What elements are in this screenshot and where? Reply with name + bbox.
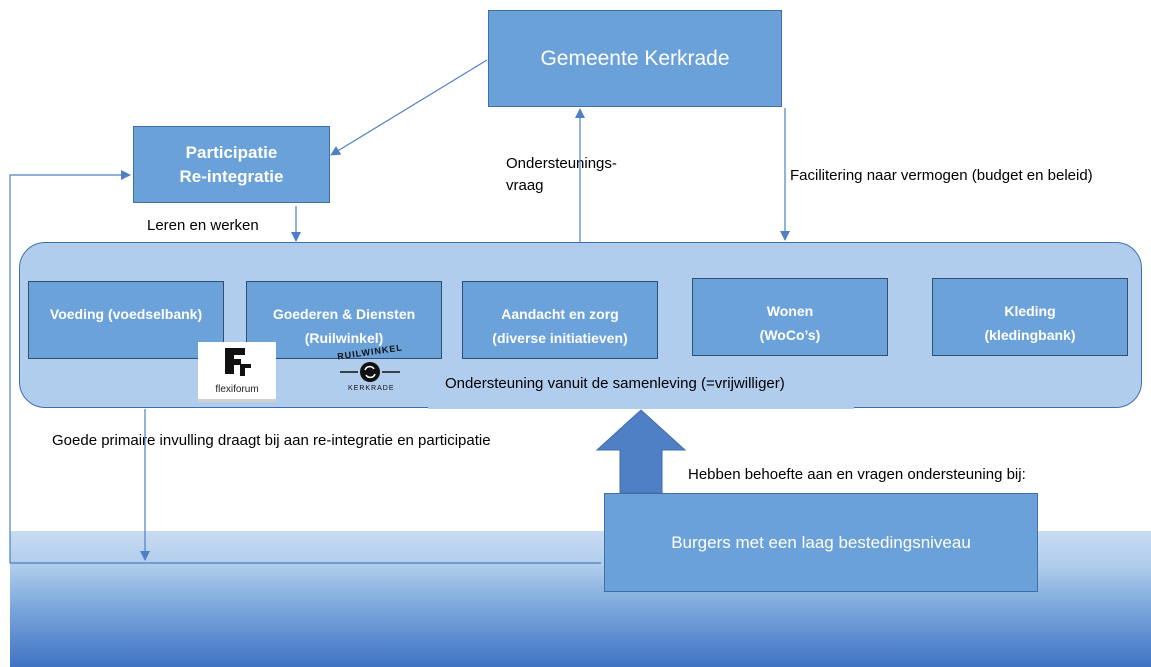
category-kleding-line2: (kledingbank) bbox=[984, 327, 1076, 343]
ondersteuningsvraag-line1: Ondersteunings- bbox=[506, 155, 617, 172]
flexiforum-logo: flexiforum bbox=[198, 342, 276, 402]
flexiforum-text: flexiforum bbox=[215, 384, 259, 395]
category-wonen-line1: Wonen bbox=[766, 303, 814, 319]
category-wonen: Wonen (WoCo’s) bbox=[692, 278, 888, 356]
category-voeding: Voeding (voedselbank) bbox=[28, 281, 224, 359]
category-kleding: Kleding (kledingbank) bbox=[932, 278, 1128, 356]
facilitering-label: Facilitering naar vermogen (budget en be… bbox=[790, 167, 1093, 184]
ruilwinkel-logo: RUILWINKEL KERKRADE bbox=[334, 342, 406, 397]
participatie-box: Participatie Re-integratie bbox=[133, 126, 330, 203]
burgers-box: Burgers met een laag bestedingsniveau bbox=[604, 493, 1038, 592]
category-aandacht: Aandacht en zorg (diverse initiatieven) bbox=[462, 281, 658, 359]
gemeente-kerkrade-box: Gemeente Kerkrade bbox=[488, 10, 782, 107]
exchange-icon bbox=[340, 362, 400, 382]
category-aandacht-line1: Aandacht en zorg bbox=[501, 306, 619, 322]
category-kleding-line1: Kleding bbox=[1004, 303, 1056, 319]
participatie-line2: Re-integratie bbox=[179, 166, 284, 186]
participatie-line1: Participatie bbox=[185, 142, 278, 162]
ruilwinkel-bottom-text: KERKRADE bbox=[348, 385, 395, 392]
category-goederen-line2: (Ruilwinkel) bbox=[304, 330, 384, 346]
behoefte-label: Hebben behoefte aan en vragen ondersteun… bbox=[688, 466, 1026, 483]
category-wonen-line2: (WoCo’s) bbox=[759, 327, 821, 343]
burgers-label: Burgers met een laag bestedingsniveau bbox=[671, 532, 971, 552]
band-label-backdrop bbox=[428, 372, 854, 409]
big-up-arrow bbox=[595, 409, 687, 494]
gemeente-label: Gemeente Kerkrade bbox=[540, 46, 730, 70]
leren-werken-label: Leren en werken bbox=[147, 217, 259, 234]
arrow-gemeente-to-participatie bbox=[330, 59, 488, 156]
feedback-loop-line bbox=[9, 170, 601, 564]
goede-invulling-label: Goede primaire invulling draagt bij aan … bbox=[52, 432, 491, 449]
samenleving-label: Ondersteuning vanuit de samenleving (=vr… bbox=[445, 375, 785, 392]
ondersteuningsvraag-line2: vraag bbox=[506, 177, 544, 194]
category-voeding-line1: Voeding (voedselbank) bbox=[49, 306, 203, 322]
category-goederen-line1: Goederen & Diensten bbox=[272, 306, 416, 322]
category-goederen: Goederen & Diensten (Ruilwinkel) bbox=[246, 281, 442, 359]
category-aandacht-line2: (diverse initiatieven) bbox=[492, 330, 628, 346]
fr-logo-icon bbox=[225, 348, 251, 376]
